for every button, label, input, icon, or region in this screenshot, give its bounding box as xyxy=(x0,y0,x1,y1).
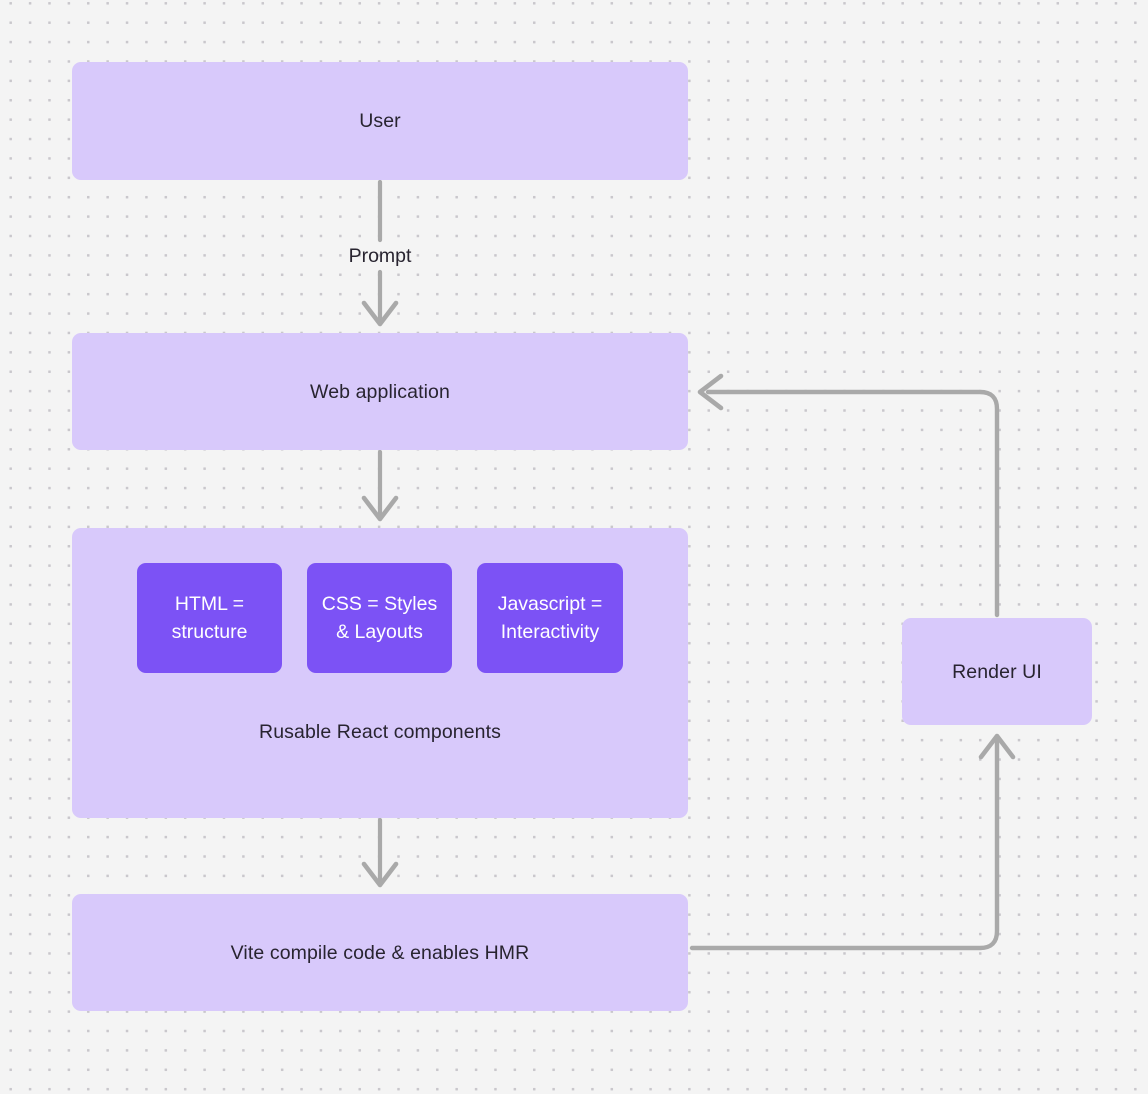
subnode-javascript[interactable]: Javascript = Interactivity xyxy=(477,563,623,673)
node-render-ui-label: Render UI xyxy=(952,660,1042,683)
subnode-html[interactable]: HTML = structure xyxy=(137,563,282,673)
node-vite-label: Vite compile code & enables HMR xyxy=(230,941,530,964)
edge-label-prompt: Prompt xyxy=(348,245,412,267)
node-user[interactable]: User xyxy=(72,62,688,180)
edge-vite-to-render xyxy=(689,733,1016,951)
edge-webapp-to-components xyxy=(361,449,399,522)
edge-render-to-webapp xyxy=(697,373,1000,618)
subnode-css[interactable]: CSS = Styles & Layouts xyxy=(307,563,452,673)
subnode-css-label: CSS = Styles & Layouts xyxy=(321,592,438,643)
subnode-javascript-label: Javascript = Interactivity xyxy=(497,592,603,643)
node-web-application[interactable]: Web application xyxy=(72,333,688,450)
subnode-html-label: HTML = structure xyxy=(171,592,248,643)
node-render-ui[interactable]: Render UI xyxy=(902,618,1092,725)
node-vite[interactable]: Vite compile code & enables HMR xyxy=(72,894,688,1011)
node-react-components-caption: Rusable React components xyxy=(259,721,501,743)
edge-components-to-vite xyxy=(361,817,399,888)
node-web-application-label: Web application xyxy=(310,380,450,403)
node-user-label: User xyxy=(359,109,401,132)
